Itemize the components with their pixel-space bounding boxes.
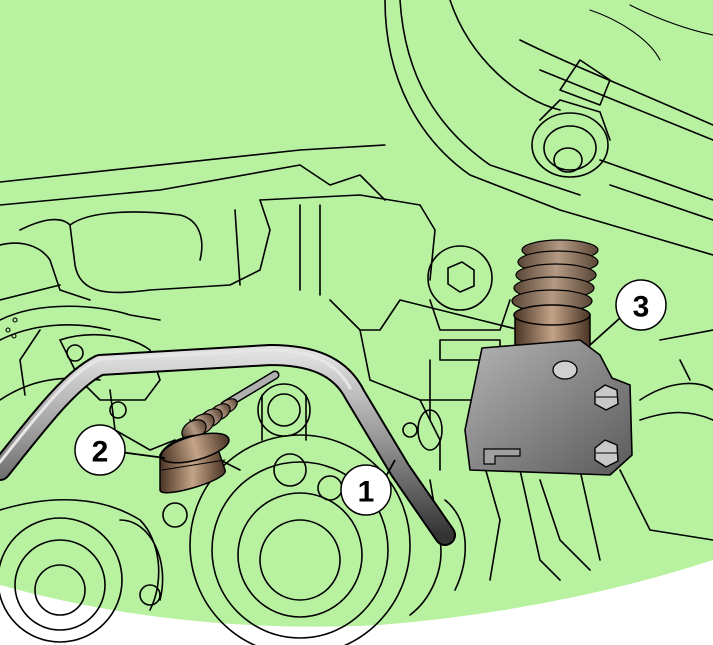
center-bracket xyxy=(329,299,521,471)
sensor-3-bracket xyxy=(464,339,633,476)
lower-structure xyxy=(0,329,713,645)
callout-2: 2 xyxy=(74,424,126,476)
callout-3: 3 xyxy=(615,279,667,331)
callout-1-label: 1 xyxy=(358,476,375,509)
rubber-mount xyxy=(531,99,611,178)
bracket-bolt-upper xyxy=(594,384,619,411)
callout-1: 1 xyxy=(340,464,392,516)
sensor-2 xyxy=(159,370,280,494)
callout-3-label: 3 xyxy=(633,291,650,324)
pipe-1 xyxy=(0,344,456,546)
hex-bolt-upper xyxy=(427,245,511,331)
bracket-bolt-lower xyxy=(594,439,619,468)
sensor-2-boot xyxy=(181,398,238,441)
callout-2-label: 2 xyxy=(92,436,109,469)
upper-housing xyxy=(0,0,713,256)
sensor-3-boot xyxy=(511,239,599,313)
middle-structure xyxy=(0,194,436,401)
sensor-3 xyxy=(464,239,633,476)
background xyxy=(0,0,713,627)
